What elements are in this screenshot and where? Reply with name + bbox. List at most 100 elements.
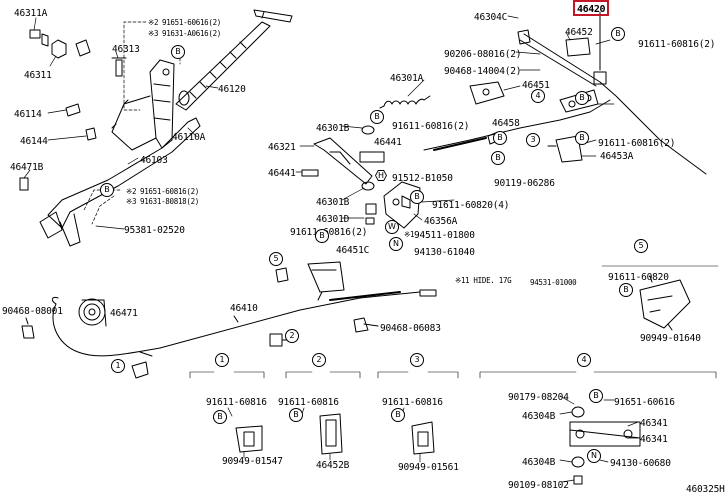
hex-callout-text: H — [377, 171, 384, 180]
part-number-label: 46311A — [14, 8, 48, 19]
spring-46301a — [379, 95, 431, 109]
part-number-label: 46114 — [14, 109, 42, 120]
callout-marker: B — [315, 229, 329, 243]
dashed-leaders-left — [83, 21, 181, 225]
part-number-label: 91611-60816 — [382, 397, 443, 408]
callout-marker: B — [391, 408, 405, 422]
callout-marker: B — [589, 389, 603, 403]
part-number-label: 46311 — [24, 70, 52, 81]
highlighted-part-number: 46420 — [577, 4, 606, 15]
callout-marker: B — [370, 110, 384, 124]
part-number-label-small: 91631-A0616(2) — [162, 29, 222, 38]
part-number-label: 46452 — [565, 27, 593, 38]
part-number-label: 91611-60820(4) — [432, 200, 510, 211]
part-number-label: 91512-B1050 — [392, 173, 453, 184]
lever-46120 — [175, 9, 293, 111]
pulley-46471 — [78, 298, 107, 327]
part-number-label: 46451 — [522, 80, 550, 91]
bottom-left-parts — [21, 261, 379, 379]
part-number-label: 46301A — [390, 73, 424, 84]
part-number-label: 91611-60816(2) — [638, 39, 716, 50]
callout-marker: 2 — [312, 353, 326, 367]
callout-marker: N — [389, 237, 403, 251]
part-number-label: 90109-08102 — [508, 480, 569, 491]
part-number-label-small: 1 HIDE. 17G — [465, 276, 512, 285]
part-number-label: 94130-61040 — [414, 247, 475, 258]
part-number-label: 46110A — [172, 132, 206, 143]
part-number-label-small: 91651-60616(2) — [162, 18, 222, 27]
part-number-label: 91651-60616 — [614, 397, 675, 408]
part-number-label: 46304B — [522, 457, 556, 468]
part-number-label: 91611-60816 — [278, 397, 339, 408]
leaders-left — [23, 17, 219, 230]
part-number-label: 90949-01640 — [640, 333, 701, 344]
part-number-label: 94511-01800 — [414, 230, 475, 241]
bracket-46356a — [383, 181, 421, 229]
detail-brackets — [235, 406, 641, 485]
part-number-label: 46410 — [230, 303, 258, 314]
callout-marker: 3 — [526, 133, 540, 147]
part-number-label: 46120 — [218, 84, 246, 95]
callout-marker: B — [575, 131, 589, 145]
part-number-label: 46304B — [522, 411, 556, 422]
callout-marker: B — [575, 91, 589, 105]
part-number-label: 46471 — [110, 308, 138, 319]
callout-marker: 4 — [531, 89, 545, 103]
cable-46420 — [517, 11, 707, 175]
hex-callout-marker: H — [375, 170, 387, 181]
part-number-label: 46453A — [600, 151, 634, 162]
part-number-label: 91611-60816(2) — [598, 138, 676, 149]
callout-marker: B — [493, 131, 507, 145]
part-number-label: 46301D — [316, 214, 350, 225]
callout-marker: 5 — [269, 252, 283, 266]
part-number-label: 95381-02520 — [124, 225, 185, 236]
leaders-right — [295, 15, 615, 221]
part-number-label: 46321 — [268, 142, 296, 153]
part-number-label: 46304C — [474, 12, 508, 23]
reference-symbol: ※2 — [148, 18, 159, 27]
callout-marker: 5 — [634, 239, 648, 253]
callout-marker: B — [619, 283, 633, 297]
callout-marker: 4 — [577, 353, 591, 367]
reference-symbol: ※1 — [455, 276, 466, 285]
front-cable-46410 — [51, 289, 437, 357]
part-number-label: 46341 — [640, 434, 668, 445]
highlighted-part-46420[interactable]: 46420 — [573, 0, 609, 16]
part-number-label: 90949-01547 — [222, 456, 283, 467]
part-number-label-small: 91651-60816(2) — [140, 187, 200, 196]
callout-marker: 1 — [111, 359, 125, 373]
reference-symbol: ※2 — [126, 187, 137, 196]
callout-marker: N — [587, 449, 601, 463]
part-number-label: 90468-06083 — [380, 323, 441, 334]
callout-marker: W — [385, 220, 399, 234]
callout-marker: 1 — [215, 353, 229, 367]
callout-marker: 3 — [410, 353, 424, 367]
part-number-label: 46458 — [492, 118, 520, 129]
part-number-label: 46471B — [10, 162, 44, 173]
part-number-label: 46103 — [140, 155, 168, 166]
part-number-label-small: 94531-01000 — [530, 278, 577, 287]
callout-marker: B — [491, 151, 505, 165]
callout-marker: B — [611, 27, 625, 41]
part-number-label: 90119-06286 — [494, 178, 555, 189]
part-number-label: 46313 — [112, 44, 140, 55]
detail-box-lines — [189, 371, 717, 379]
part-number-label: 91611-60816(2) — [290, 227, 368, 238]
part-number-label: 46356A — [424, 216, 458, 227]
small-parts-left — [19, 29, 127, 191]
part-number-label: 46301B — [316, 197, 350, 208]
part-number-label: 91611-60816 — [206, 397, 267, 408]
callout-marker: B — [410, 190, 424, 204]
box5-parts — [601, 265, 719, 331]
part-number-label: 46301B — [316, 123, 350, 134]
part-number-label: 94130-60680 — [610, 458, 671, 469]
callout-marker: B — [171, 45, 185, 59]
part-number-label: 91611-60820 — [608, 272, 669, 283]
part-number-label-small: 91631-80818(2) — [140, 197, 200, 206]
callout-marker: B — [289, 408, 303, 422]
part-number-label: 90468-08001 — [2, 306, 63, 317]
bracket-46110a — [39, 59, 201, 247]
part-number-label: 46452B — [316, 460, 350, 471]
